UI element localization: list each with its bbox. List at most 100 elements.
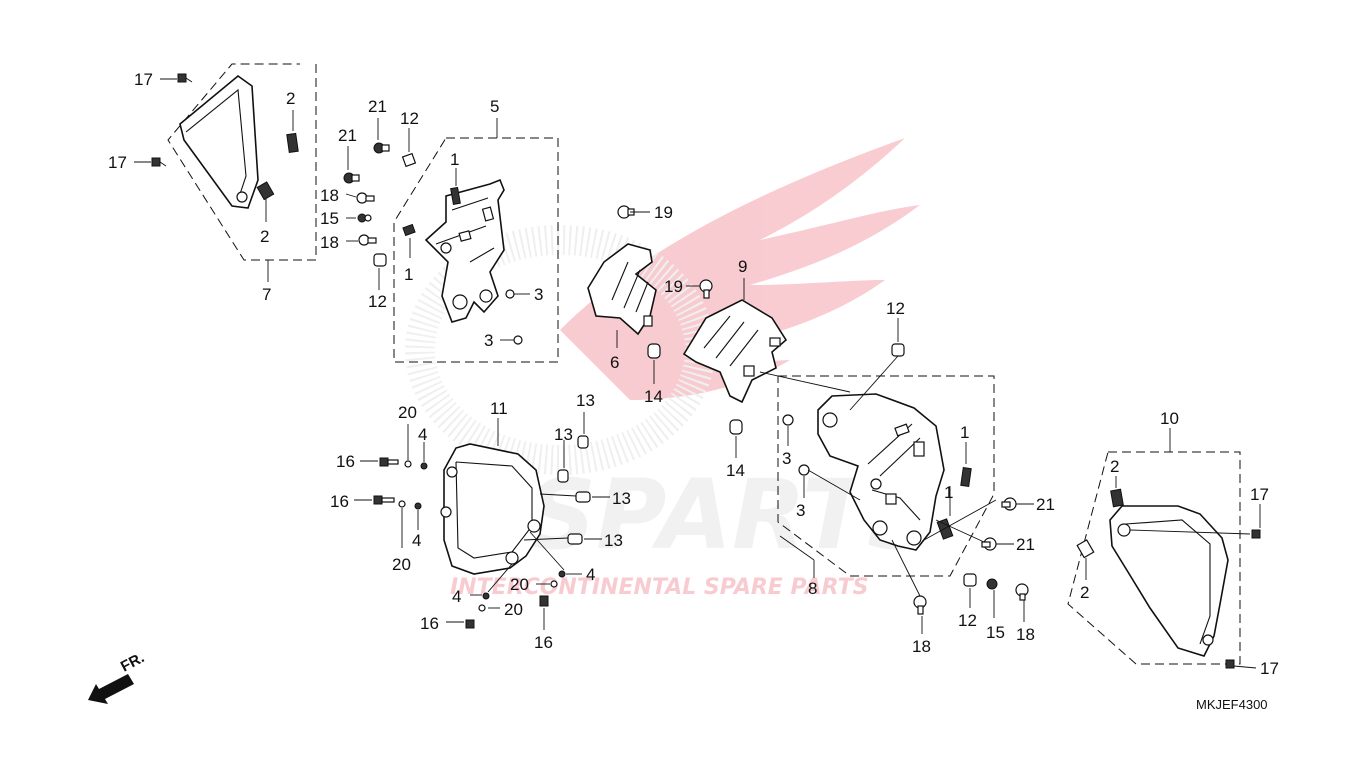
clip-12-icon: [401, 152, 417, 168]
part-1-clip-icon: [960, 466, 972, 488]
front-direction-marker: FR.: [88, 649, 147, 704]
callout-19[interactable]: 19: [664, 277, 683, 296]
callout-14[interactable]: 14: [726, 461, 745, 480]
callout-3[interactable]: 3: [796, 501, 805, 520]
callout-3[interactable]: 3: [484, 331, 493, 350]
hardware-column-left: 21 21 12 18 15 18 12: [320, 97, 419, 311]
washer-20-icon: [398, 500, 406, 508]
screw-21-icon: [981, 537, 997, 551]
callout-1[interactable]: 1: [404, 265, 413, 284]
washer-3-icon: [798, 464, 810, 476]
part-2-clip-icon: [1076, 539, 1095, 559]
callout-13[interactable]: 13: [612, 489, 631, 508]
callout-4[interactable]: 4: [586, 565, 595, 584]
callout-3[interactable]: 3: [782, 449, 791, 468]
callout-19[interactable]: 19: [654, 203, 673, 222]
bolt-17-icon: [1251, 529, 1261, 539]
callout-2[interactable]: 2: [260, 227, 269, 246]
collar-13-icon: [557, 469, 569, 483]
callout-15[interactable]: 15: [986, 623, 1005, 642]
callout-1[interactable]: 1: [450, 150, 459, 169]
bolt-17-icon: [177, 73, 193, 83]
callout-20[interactable]: 20: [398, 403, 417, 422]
callout-11[interactable]: 11: [490, 399, 508, 418]
grommet-14-icon: [647, 343, 661, 359]
part-9-right-bracket-cover[interactable]: [682, 299, 788, 404]
callout-12[interactable]: 12: [958, 611, 977, 630]
screw-18-icon: [356, 192, 375, 204]
washer-4-icon: [482, 592, 490, 600]
callout-18[interactable]: 18: [1016, 625, 1035, 644]
callout-18[interactable]: 18: [912, 637, 931, 656]
callout-9[interactable]: 9: [738, 257, 747, 276]
callout-14[interactable]: 14: [644, 387, 663, 406]
screw-18-icon: [1015, 583, 1029, 601]
callout-13[interactable]: 13: [604, 531, 623, 550]
part-11-left-side-cover[interactable]: [443, 443, 545, 575]
callout-17[interactable]: 17: [1250, 485, 1269, 504]
callout-7[interactable]: 7: [262, 285, 271, 304]
bolt-17-icon: [151, 157, 167, 167]
part-7-small-side-cover[interactable]: [179, 74, 259, 209]
callout-1[interactable]: 1: [960, 423, 969, 442]
callout-5[interactable]: 5: [490, 97, 499, 116]
bolt-17-icon: [1225, 659, 1235, 669]
washer-3-icon: [505, 289, 515, 299]
callout-2[interactable]: 2: [1080, 583, 1089, 602]
callout-12[interactable]: 12: [886, 299, 905, 318]
part-2-clip-icon: [286, 132, 299, 154]
callout-15[interactable]: 15: [320, 209, 339, 228]
washer-3-icon: [782, 414, 794, 426]
part-1-clip-icon: [402, 223, 416, 237]
callout-8[interactable]: 8: [808, 579, 817, 598]
washer-20-icon: [550, 580, 558, 588]
callout-21[interactable]: 21: [1036, 495, 1055, 514]
nut-15-icon: [986, 578, 998, 590]
screw-16-icon: [465, 619, 475, 629]
callout-18[interactable]: 18: [320, 186, 339, 205]
callout-6[interactable]: 6: [610, 353, 619, 372]
callout-20[interactable]: 20: [510, 575, 529, 594]
collar-13-icon: [567, 533, 583, 545]
collar-13-icon: [577, 435, 589, 449]
callout-16[interactable]: 16: [330, 492, 349, 511]
part-group-5: 5 1 1 3 3: [393, 97, 559, 363]
callout-20[interactable]: 20: [392, 555, 411, 574]
callout-4[interactable]: 4: [412, 531, 421, 550]
callout-16[interactable]: 16: [534, 633, 553, 652]
callout-10[interactable]: 10: [1160, 409, 1179, 428]
callout-4[interactable]: 4: [418, 425, 427, 444]
watermark-wing-logo: [560, 138, 920, 400]
washer-4-icon: [414, 502, 422, 510]
callout-12[interactable]: 12: [400, 109, 419, 128]
front-arrow-icon: [88, 674, 134, 704]
callout-20[interactable]: 20: [504, 600, 523, 619]
part-group-10: 10 2 2 17 17: [1067, 409, 1279, 678]
callout-16[interactable]: 16: [420, 614, 439, 633]
callout-13[interactable]: 13: [554, 425, 573, 444]
part-10-right-side-cover[interactable]: [1109, 505, 1229, 657]
callout-1[interactable]: 1: [944, 483, 953, 502]
callout-17[interactable]: 17: [1260, 659, 1279, 678]
callout-12[interactable]: 12: [368, 292, 387, 311]
callout-2[interactable]: 2: [286, 89, 295, 108]
callout-17[interactable]: 17: [108, 153, 127, 172]
callout-17[interactable]: 17: [134, 70, 153, 89]
callout-21[interactable]: 21: [1016, 535, 1035, 554]
callout-18[interactable]: 18: [320, 233, 339, 252]
part-6-center-bracket-cover[interactable]: [587, 243, 657, 336]
callout-16[interactable]: 16: [336, 452, 355, 471]
collar-12-icon: [891, 343, 905, 357]
part-group-12-center: 12: [886, 299, 905, 357]
screw-19-icon: [699, 279, 713, 299]
callout-3[interactable]: 3: [534, 285, 543, 304]
callout-4[interactable]: 4: [452, 587, 461, 606]
collar-12-icon: [373, 253, 387, 267]
screw-16-icon: [539, 595, 549, 607]
callout-13[interactable]: 13: [576, 391, 595, 410]
callout-2[interactable]: 2: [1110, 457, 1119, 476]
callout-21[interactable]: 21: [338, 126, 357, 145]
callout-21[interactable]: 21: [368, 97, 387, 116]
